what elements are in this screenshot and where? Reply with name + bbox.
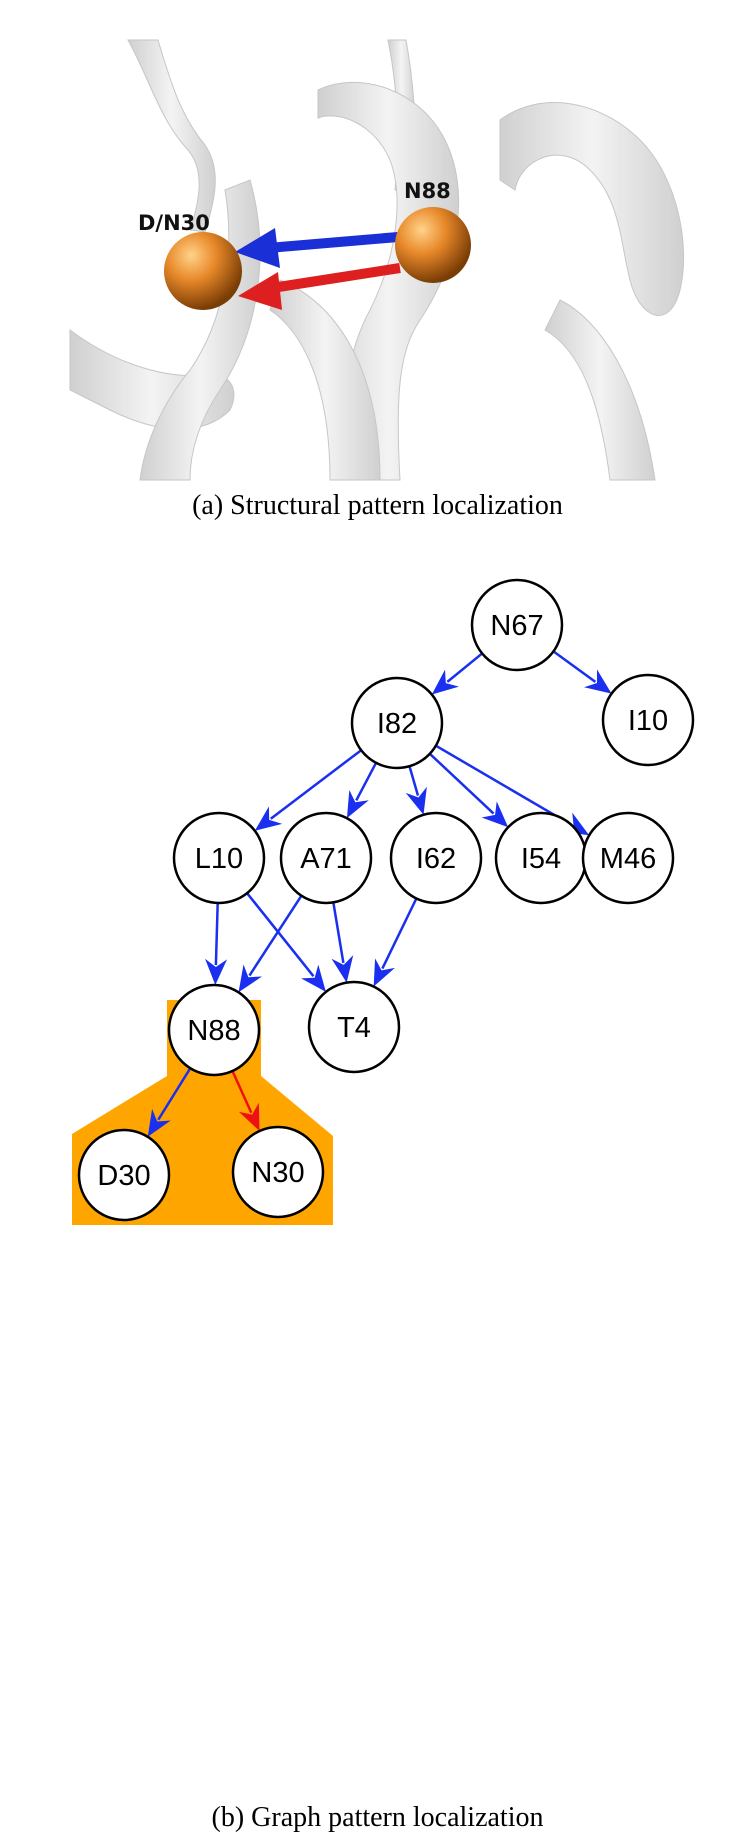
- node-circle: [167, 983, 261, 1077]
- blue-arrow-head: [235, 228, 280, 268]
- edge-N67-I82: [446, 652, 483, 683]
- node-circle: [470, 578, 564, 672]
- node-label: I10: [628, 705, 668, 737]
- atom-d-n30-label: D/N30: [138, 211, 210, 235]
- node-label: D30: [97, 1160, 150, 1192]
- atom-d-n30-sphere: [164, 232, 242, 310]
- node-t4: T4: [307, 980, 401, 1074]
- node-circle: [77, 1128, 171, 1222]
- edge-arrowhead-I62-T4: [373, 958, 395, 987]
- red-arrow-head: [238, 272, 282, 310]
- node-circle: [389, 811, 483, 905]
- edge-I82-L10: [270, 749, 362, 820]
- graph-edges: [147, 650, 612, 1137]
- node-circle: [172, 811, 266, 905]
- edge-I82-M46: [435, 744, 573, 827]
- edge-arrowhead-I82-L10: [254, 806, 283, 831]
- edge-arrowhead-I82-I54: [481, 801, 509, 828]
- caption-b: (b) Graph pattern localization: [211, 1802, 544, 1833]
- node-label: M46: [600, 843, 656, 875]
- node-circle: [350, 676, 444, 770]
- edge-N88-N30: [231, 1070, 253, 1114]
- red-arrow-shaft: [271, 263, 401, 293]
- node-label: T4: [337, 1012, 371, 1044]
- node-l10: L10: [172, 811, 266, 905]
- node-i82: I82: [350, 676, 444, 770]
- edge-arrowhead-I82-I62: [405, 786, 427, 815]
- edge-N88-D30: [157, 1067, 192, 1121]
- node-d30: D30: [77, 1128, 171, 1222]
- node-i54: I54: [494, 811, 588, 905]
- node-label: I62: [416, 843, 456, 875]
- edge-I62-T4: [381, 897, 418, 970]
- node-circle: [307, 980, 401, 1074]
- node-circle: [231, 1125, 325, 1219]
- node-label: I54: [521, 843, 561, 875]
- structural-panel: D/N30 N88 (a) Structural pattern localiz…: [0, 0, 755, 540]
- node-n30: N30: [231, 1125, 325, 1219]
- atom-n88-label: N88: [404, 179, 451, 203]
- node-label: N88: [187, 1015, 240, 1047]
- node-label: I82: [377, 708, 417, 740]
- protein-ribbons: [69, 39, 685, 481]
- edge-L10-N88: [214, 902, 219, 966]
- node-label: A71: [300, 843, 352, 875]
- edge-A71-T4: [332, 902, 345, 964]
- edge-arrowhead-N67-I10: [584, 669, 612, 694]
- edge-I82-A71: [355, 762, 378, 802]
- edge-I82-I54: [428, 752, 495, 815]
- node-label: L10: [195, 843, 243, 875]
- interaction-arrows: [235, 228, 401, 310]
- edge-arrowhead-I82-A71: [346, 790, 369, 819]
- node-label: N30: [251, 1157, 304, 1189]
- edge-arrowhead-A71-T4: [331, 955, 354, 983]
- node-n67: N67: [470, 578, 564, 672]
- caption-a: (a) Structural pattern localization: [192, 490, 563, 521]
- edge-A71-N88: [248, 895, 303, 977]
- edge-arrowhead-A71-N88: [238, 964, 262, 993]
- atom-n88-sphere: [395, 207, 471, 283]
- edge-N67-I10: [552, 650, 597, 683]
- node-circle: [279, 811, 373, 905]
- node-m46: M46: [581, 811, 675, 905]
- node-i10: I10: [601, 673, 695, 767]
- blue-arrow-shaft: [267, 232, 399, 253]
- edge-I82-I62: [408, 765, 420, 796]
- edge-L10-T4: [246, 892, 315, 977]
- edge-arrowhead-L10-N88: [205, 958, 228, 986]
- node-n88: N88: [167, 983, 261, 1077]
- node-circle: [581, 811, 675, 905]
- protein-structure-image: D/N30 N88: [69, 39, 685, 481]
- node-label: N67: [490, 610, 543, 642]
- edge-arrowhead-N88-D30: [147, 1108, 171, 1137]
- edge-arrowhead-N67-I82: [431, 669, 459, 695]
- node-a71: A71: [279, 811, 373, 905]
- node-circle: [601, 673, 695, 767]
- edge-arrowhead-N88-N30: [238, 1102, 260, 1131]
- edge-arrowhead-L10-T4: [301, 964, 326, 992]
- node-i62: I62: [389, 811, 483, 905]
